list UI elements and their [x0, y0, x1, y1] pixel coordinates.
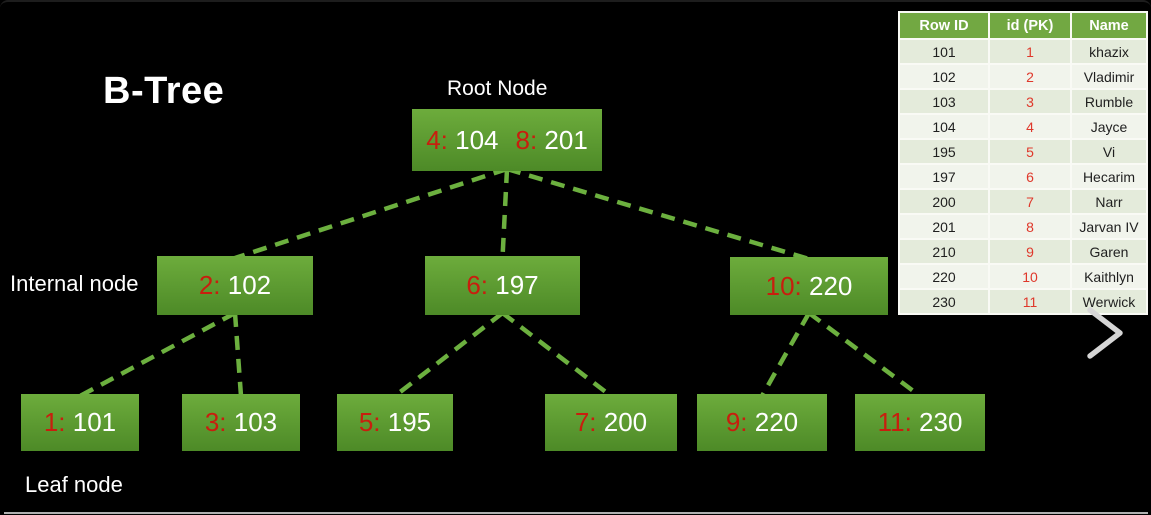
root-node-label: Root Node: [447, 77, 548, 100]
node-key: 3:: [204, 407, 227, 437]
row-id-cell: 103: [898, 88, 990, 115]
id-pk-cell: 7: [988, 188, 1072, 215]
id-pk-cell: 1: [988, 38, 1072, 65]
node-value: 197: [495, 270, 539, 300]
id-pk-cell: 8: [988, 213, 1072, 240]
edge-root-i6: [500, 168, 510, 259]
edge-i10-l11: [807, 311, 922, 398]
table-column-header: Row ID: [898, 11, 990, 40]
btree-node-l7: 7: 200: [545, 394, 677, 451]
name-cell: khazix: [1070, 38, 1148, 65]
node-key: 9:: [725, 407, 748, 437]
internal-node-label: Internal node: [10, 271, 139, 296]
chevron-right-icon[interactable]: [1083, 303, 1131, 363]
node-key: 7:: [574, 407, 597, 437]
node-key: 10:: [765, 270, 802, 301]
btree-node-i10: 10: 220: [730, 257, 888, 315]
row-id-cell: 220: [898, 263, 990, 290]
node-value: 200: [603, 407, 648, 437]
name-cell: Rumble: [1070, 88, 1148, 115]
row-id-cell: 201: [898, 213, 990, 240]
name-cell: Werwick: [1070, 288, 1148, 315]
node-value: 220: [754, 407, 799, 437]
node-value: 103: [233, 407, 278, 437]
id-pk-cell: 3: [988, 88, 1072, 115]
edge-root-i10: [506, 166, 810, 262]
node-value: 101: [72, 407, 117, 437]
node-value: 220: [809, 270, 853, 301]
row-id-cell: 104: [898, 113, 990, 140]
node-key: 8:: [515, 124, 538, 155]
name-cell: Hecarim: [1070, 163, 1148, 190]
edge-i6-l7: [501, 311, 613, 398]
row-id-cell: 200: [898, 188, 990, 215]
row-id-cell: 210: [898, 238, 990, 265]
row-id-cell: 197: [898, 163, 990, 190]
name-cell: Vladimir: [1070, 63, 1148, 90]
id-pk-cell: 10: [988, 263, 1072, 290]
id-pk-cell: 6: [988, 163, 1072, 190]
name-cell: Kaithlyn: [1070, 263, 1148, 290]
btree-node-root: 4: 104 8: 201: [412, 109, 602, 171]
table-column-header: id (PK): [988, 11, 1072, 40]
node-value: 104: [455, 124, 499, 155]
node-key: 4:: [426, 124, 448, 155]
node-value: 102: [227, 270, 272, 300]
btree-node-l5: 5: 195: [337, 394, 453, 451]
node-key: 6:: [466, 270, 489, 300]
btree-node-l11: 11: 230: [855, 394, 985, 451]
btree-node-l9: 9: 220: [697, 394, 827, 451]
node-value: 230: [919, 407, 963, 437]
btree-node-l3: 3: 103: [182, 394, 300, 451]
row-id-cell: 101: [898, 38, 990, 65]
id-pk-cell: 2: [988, 63, 1072, 90]
edge-i2-l1: [78, 311, 237, 398]
node-value: 195: [387, 407, 432, 437]
node-key: 5:: [358, 407, 381, 437]
node-key: 11:: [877, 407, 912, 437]
edge-i10-l9: [760, 311, 811, 398]
name-cell: Jarvan IV: [1070, 213, 1148, 240]
node-key: 1:: [43, 407, 66, 437]
row-id-cell: 195: [898, 138, 990, 165]
name-cell: Garen: [1070, 238, 1148, 265]
name-cell: Vi: [1070, 138, 1148, 165]
node-key: 2:: [198, 270, 221, 300]
node-value: 201: [544, 124, 588, 155]
row-id-cell: 230: [898, 288, 990, 315]
edge-i2-l3: [232, 312, 244, 397]
slide-bottom-edge: [4, 512, 1148, 514]
id-pk-cell: 5: [988, 138, 1072, 165]
edge-i6-l5: [393, 311, 504, 398]
btree-node-i2: 2: 102: [157, 256, 313, 315]
table-column-header: Name: [1070, 11, 1148, 40]
btree-node-l1: 1: 101: [21, 394, 139, 451]
name-cell: Narr: [1070, 188, 1148, 215]
leaf-node-label: Leaf node: [25, 472, 123, 497]
id-pk-cell: 4: [988, 113, 1072, 140]
edge-root-i2: [234, 166, 508, 261]
btree-node-i6: 6: 197: [425, 256, 580, 315]
name-cell: Jayce: [1070, 113, 1148, 140]
id-pk-cell: 11: [988, 288, 1072, 315]
page-title: B-Tree: [103, 70, 225, 112]
id-pk-cell: 9: [988, 238, 1072, 265]
row-id-cell: 102: [898, 63, 990, 90]
